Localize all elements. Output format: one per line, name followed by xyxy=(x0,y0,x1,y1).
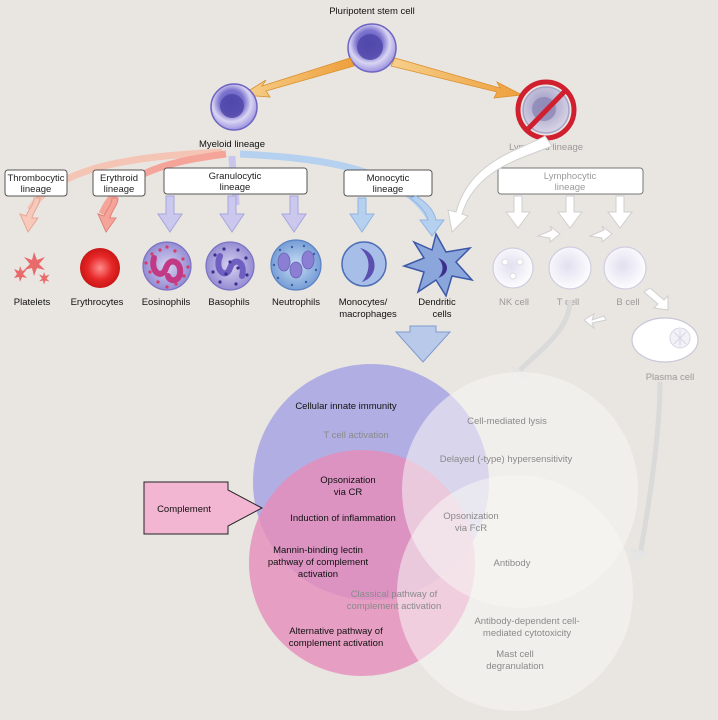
venn-opson-fcr-2: via FcR xyxy=(455,523,487,534)
thrombocytic-lineage-box xyxy=(4,169,68,197)
platelets-icon xyxy=(14,252,50,285)
lymphocytic-line2: lineage xyxy=(555,182,586,193)
lineage-to-cell-arrows xyxy=(19,195,445,237)
dendritic-label-line2: cells xyxy=(432,309,451,320)
monocytes-label-line2: macrophages xyxy=(339,309,397,320)
venn-mast-1: Mast cell xyxy=(496,649,533,660)
basophil-icon xyxy=(205,241,255,291)
eosinophils-label: Eosinophils xyxy=(142,297,191,308)
venn-adcc-1: Antibody-dependent cell- xyxy=(474,616,579,627)
b-cell-icon xyxy=(603,246,647,290)
erythrocyte-icon xyxy=(80,248,120,288)
myeloid-lineage-label: Myeloid lineage xyxy=(199,139,265,150)
venn-mannin-3: activation xyxy=(298,569,338,580)
lymphoid-arrows xyxy=(447,135,669,330)
lymphoid-to-venn-arrows xyxy=(518,299,663,556)
erythrocytes-label: Erythrocytes xyxy=(71,297,124,308)
lymphoid-arrowhead-2 xyxy=(630,548,648,562)
venn-delayed: Delayed (-type) hypersensitivity xyxy=(440,454,573,465)
complement-label: Complement xyxy=(157,504,211,515)
nk-cell-icon xyxy=(492,247,534,289)
erythroid-line1: Erythroid xyxy=(100,173,138,184)
venn-cell-lysis: Cell-mediated lysis xyxy=(467,416,547,427)
venn-mannin-1: Mannin-binding lectin xyxy=(273,545,363,556)
b-cell-label: B cell xyxy=(616,297,639,308)
dendritic-cell-icon xyxy=(401,231,475,298)
granulocytic-line2: lineage xyxy=(220,182,251,193)
plasma-cell-label: Plasma cell xyxy=(646,372,695,383)
basophils-label: Basophils xyxy=(208,297,249,308)
venn-mast-2: degranulation xyxy=(486,661,544,672)
venn-alternative-1: Alternative pathway of xyxy=(289,626,383,637)
granulocytic-lineage-box xyxy=(163,167,308,195)
nk-cell-label: NK cell xyxy=(499,297,529,308)
complement-callout: Complement xyxy=(143,481,264,535)
stem-cell xyxy=(347,23,397,73)
stem-cell-label: Pluripotent stem cell xyxy=(329,6,415,17)
myeloid-progenitor-cell xyxy=(210,83,258,131)
venn-opson-cr-1: Opsonization xyxy=(320,475,375,486)
neutrophil-icon xyxy=(270,239,322,291)
thrombocytic-line1: Thrombocytic xyxy=(7,173,64,184)
eosinophil-icon xyxy=(142,241,192,291)
neutrophils-label: Neutrophils xyxy=(272,297,320,308)
myeloid-branch-arrow xyxy=(240,57,355,98)
venn-opson-fcr-1: Opsonization xyxy=(443,511,498,522)
venn-antibody: Antibody xyxy=(494,558,531,569)
venn-inflammation: Induction of inflammation xyxy=(290,513,396,524)
venn-t-activation: T cell activation xyxy=(323,430,388,441)
plasma-cell-icon xyxy=(631,317,699,363)
venn-opson-cr-2: via CR xyxy=(334,487,363,498)
venn-diagram xyxy=(249,364,638,711)
monocyte-icon xyxy=(341,241,387,287)
venn-adcc-2: mediated cytotoxicity xyxy=(483,628,571,639)
monocytic-line1: Monocytic xyxy=(367,173,410,184)
venn-white-bottom-circle xyxy=(397,475,633,711)
venn-mannin-2: pathway of complement xyxy=(268,557,369,568)
venn-classical-2: complement activation xyxy=(347,601,442,612)
granulocytic-line1: Granulocytic xyxy=(209,171,262,182)
venn-classical-1: Classical pathway of xyxy=(351,589,438,600)
thrombocytic-line2: lineage xyxy=(21,184,52,195)
venn-cellular-innate: Cellular innate immunity xyxy=(295,401,397,412)
dendritic-label-line1: Dendritic xyxy=(418,297,456,308)
erythroid-line2: lineage xyxy=(104,184,135,195)
venn-alternative-2: complement activation xyxy=(289,638,384,649)
lymphocytic-lineage-box xyxy=(497,167,644,195)
lymphoid-branch-arrow xyxy=(390,57,524,99)
myeloid-to-venn-arrow xyxy=(394,325,452,363)
monocytic-line2: lineage xyxy=(373,184,404,195)
monocytes-label-line1: Monocytes/ xyxy=(339,297,388,308)
platelets-label: Platelets xyxy=(14,297,51,308)
monocytic-lineage-box xyxy=(343,169,433,197)
t-cell-icon xyxy=(548,246,592,290)
lymphocytic-line1: Lymphocytic xyxy=(544,171,597,182)
erythroid-lineage-box xyxy=(92,169,146,197)
